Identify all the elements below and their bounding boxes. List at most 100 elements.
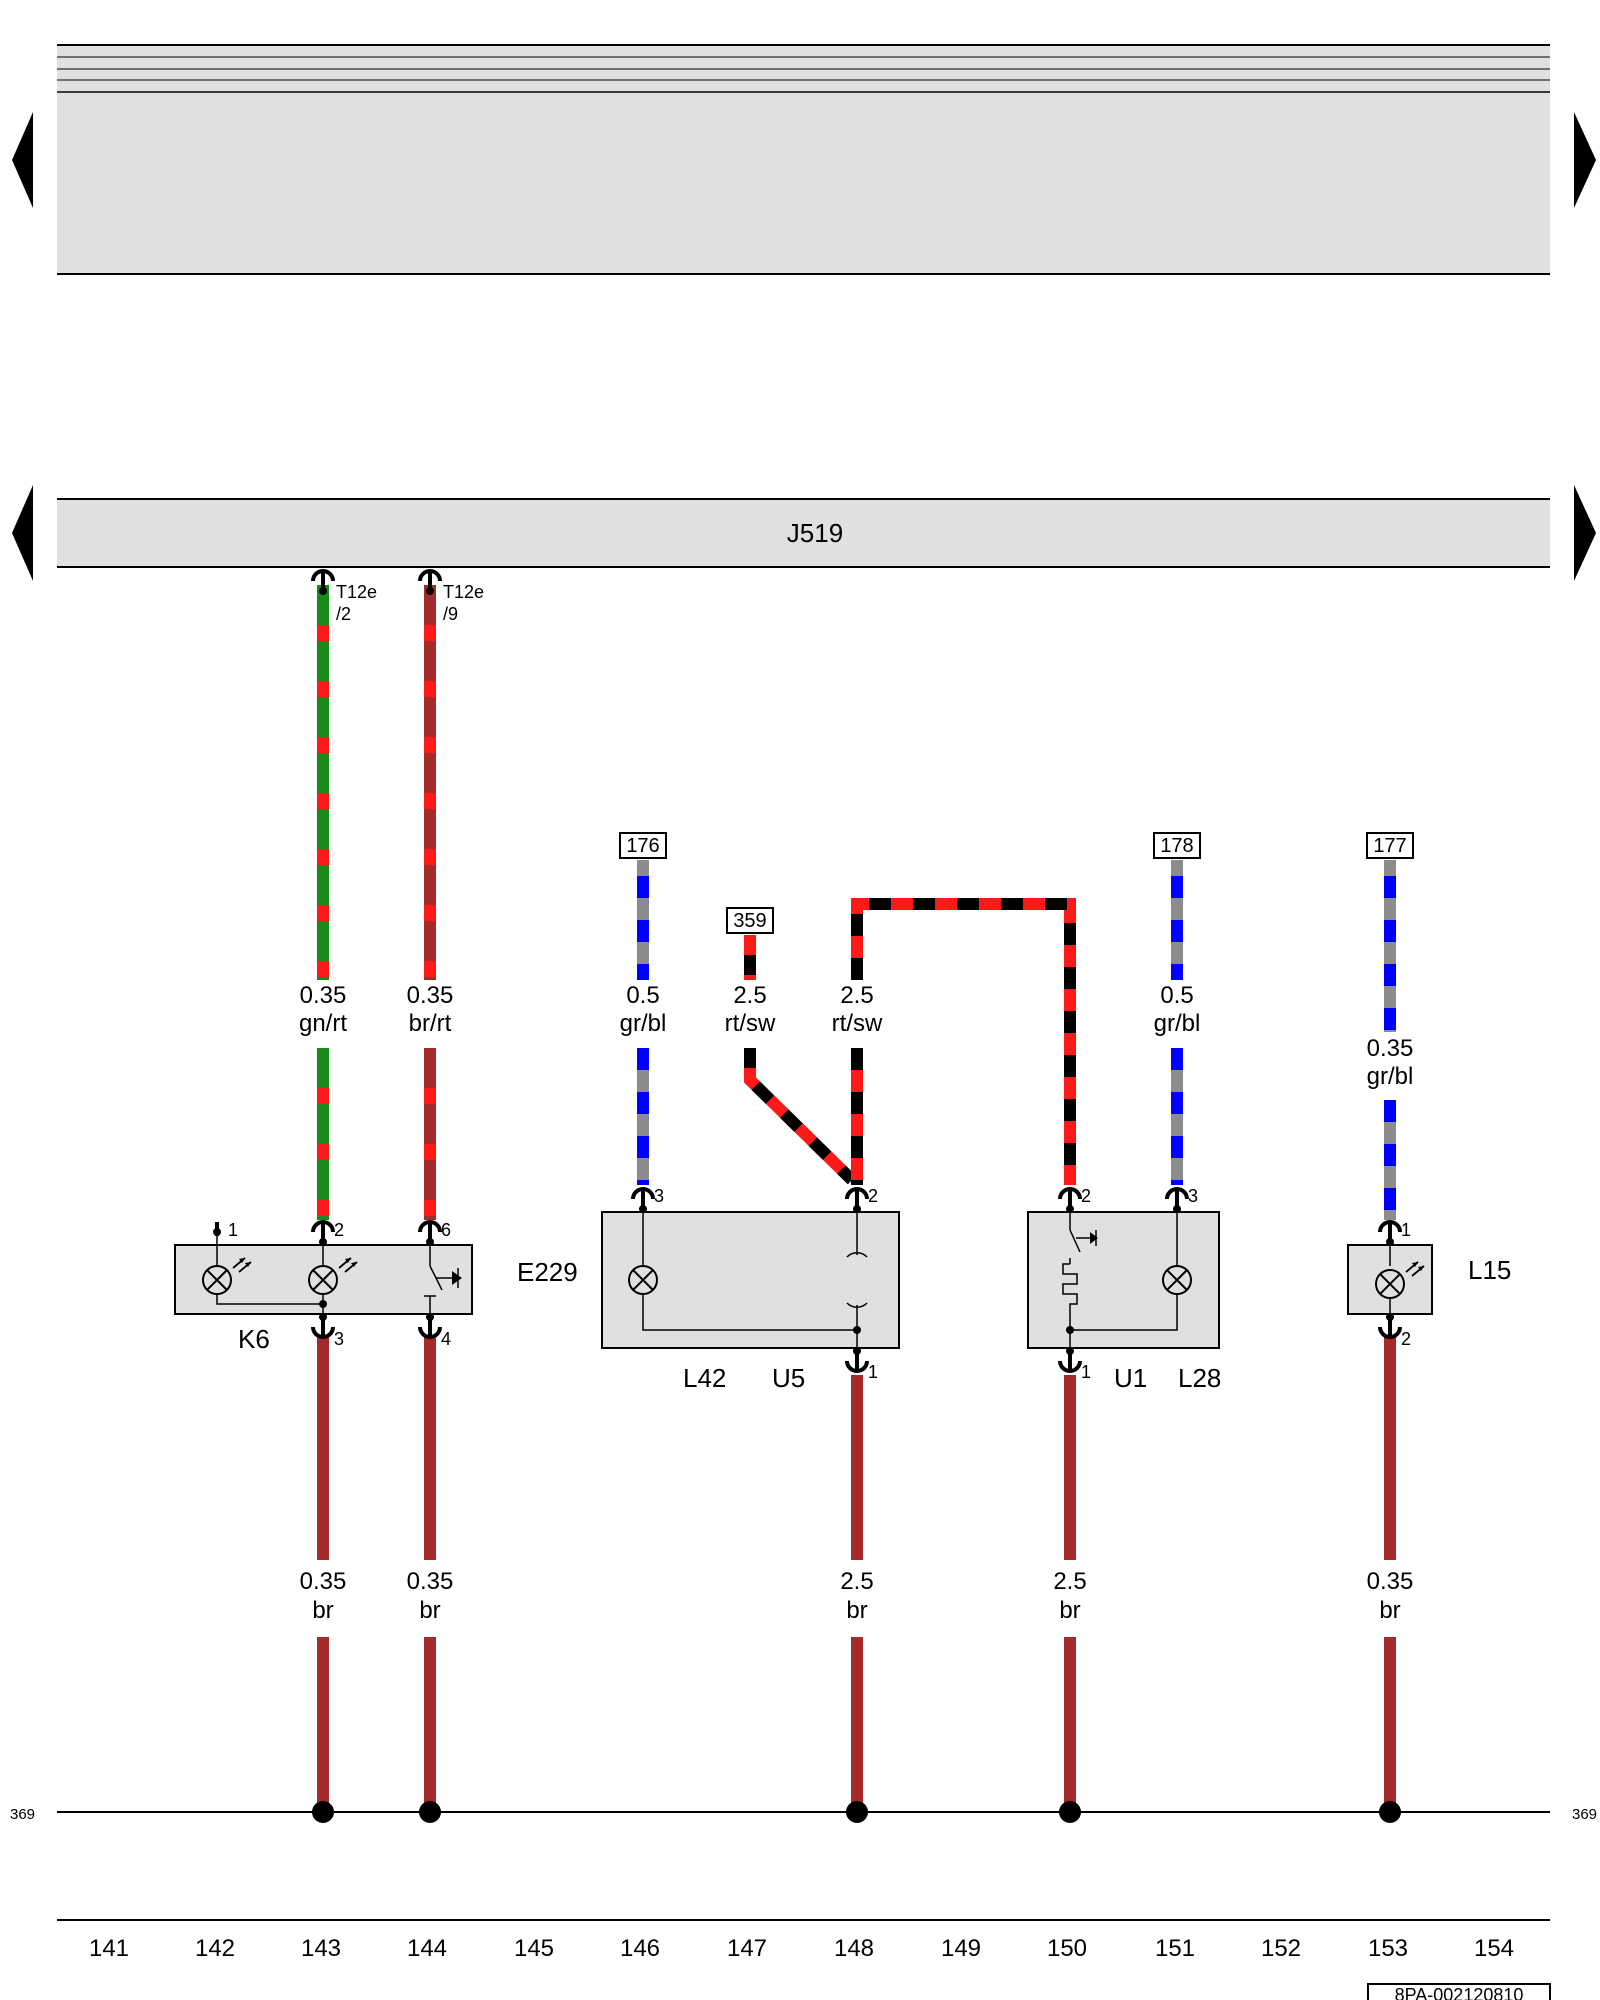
arrow-left-icon[interactable] <box>12 485 33 581</box>
pin-l28-3: 3 <box>1165 1186 1198 1215</box>
column-number: 147 <box>727 1935 767 1962</box>
arrow-left-icon[interactable] <box>12 112 33 208</box>
svg-text:359: 359 <box>733 910 766 932</box>
column-number: 146 <box>620 1935 660 1962</box>
svg-text:178: 178 <box>1160 835 1193 857</box>
svg-text:176: 176 <box>626 835 659 857</box>
wire-gauge: 2.5 <box>733 982 766 1009</box>
ground-ref-left: 369 <box>10 1806 35 1823</box>
column-number: 145 <box>514 1935 554 1962</box>
wire-gauge: 0.5 <box>626 982 659 1009</box>
wire-color: gn/rt <box>299 1010 347 1037</box>
ground-wires <box>317 1335 1396 1812</box>
svg-text:1: 1 <box>1081 1362 1091 1382</box>
component-label-u5: U5 <box>772 1363 805 1393</box>
svg-text:2: 2 <box>1401 1329 1411 1349</box>
wire-gauge: 0.35 <box>407 1568 454 1595</box>
column-number: 154 <box>1474 1935 1514 1962</box>
control-unit-label: J519 <box>787 518 843 548</box>
reference-176[interactable]: 176 <box>619 832 667 859</box>
component-label-u1: U1 <box>1114 1363 1147 1393</box>
wire-147-lower <box>744 1048 857 1185</box>
wire-gauge: 0.35 <box>1367 1035 1414 1062</box>
connector-label: T12e <box>443 582 484 602</box>
wire-color: br <box>312 1597 333 1624</box>
svg-text:177: 177 <box>1373 835 1406 857</box>
wire-color: br <box>1059 1597 1080 1624</box>
column-number: 141 <box>89 1935 129 1962</box>
ground-bus <box>57 1801 1550 1823</box>
column-number: 153 <box>1368 1935 1408 1962</box>
reference-177[interactable]: 177 <box>1366 832 1414 859</box>
wire-color: rt/sw <box>832 1010 883 1037</box>
connector-sub: /2 <box>336 604 351 624</box>
connector-t12e-9: T12e /9 <box>418 569 484 624</box>
component-label-l28: L28 <box>1178 1363 1221 1393</box>
pin-u1-1: 1 <box>1058 1345 1091 1382</box>
pin-l15-1: 1 <box>1378 1220 1411 1248</box>
wire-color: gr/bl <box>1367 1063 1414 1090</box>
pin-u1-2: 2 <box>1058 1186 1091 1215</box>
component-k6-e229 <box>174 1232 473 1324</box>
component-label-e229: E229 <box>517 1257 578 1287</box>
column-number: 142 <box>195 1935 235 1962</box>
reference-359[interactable]: 359 <box>726 907 774 934</box>
pin-k6-1: 1 <box>213 1220 238 1240</box>
header-panel <box>57 44 1550 275</box>
ground-ref-right: 369 <box>1572 1806 1597 1823</box>
pin-e229-4: 4 <box>418 1311 451 1349</box>
svg-text:1: 1 <box>1401 1220 1411 1240</box>
connector-label: T12e <box>336 582 377 602</box>
wire-gauge: 0.35 <box>300 1568 347 1595</box>
svg-text:2: 2 <box>868 1186 878 1206</box>
wire-color: br/rt <box>409 1010 452 1037</box>
svg-text:3: 3 <box>654 1186 664 1206</box>
wire-gauge: 0.5 <box>1160 982 1193 1009</box>
svg-text:3: 3 <box>1188 1186 1198 1206</box>
wire-labels: 0.35 gn/rt 0.35 br/rt 0.5 gr/bl 2.5 rt/s… <box>299 982 1413 1624</box>
svg-text:3: 3 <box>334 1329 344 1349</box>
pin-l42-3: 3 <box>631 1186 664 1215</box>
pin-l15-2: 2 <box>1378 1311 1411 1349</box>
wire-gauge: 0.35 <box>407 982 454 1009</box>
column-number: 150 <box>1047 1935 1087 1962</box>
wire-color: br <box>419 1597 440 1624</box>
column-number: 152 <box>1261 1935 1301 1962</box>
column-number: 143 <box>301 1935 341 1962</box>
svg-text:6: 6 <box>441 1220 451 1240</box>
svg-text:1: 1 <box>868 1362 878 1382</box>
svg-text:2: 2 <box>334 1220 344 1240</box>
svg-text:2: 2 <box>1081 1186 1091 1206</box>
wire-color: gr/bl <box>620 1010 667 1037</box>
wire-gauge: 0.35 <box>300 982 347 1009</box>
component-label-l42: L42 <box>683 1363 726 1393</box>
wire-gauge: 0.35 <box>1367 1568 1414 1595</box>
column-number: 144 <box>407 1935 447 1962</box>
column-number: 151 <box>1155 1935 1195 1962</box>
wire-gauge: 2.5 <box>840 982 873 1009</box>
component-l42-u5 <box>601 1202 900 1360</box>
page-code-box: 8PA-002120810 <box>1367 1983 1551 2000</box>
reference-178[interactable]: 178 <box>1153 832 1201 859</box>
wire-color: br <box>1379 1597 1400 1624</box>
page-code: 8PA-002120810 <box>1395 1985 1524 2000</box>
pin-k6-2: 2 <box>311 1220 344 1248</box>
pin-u5-1: 1 <box>845 1345 878 1382</box>
arrow-right-icon[interactable] <box>1574 485 1596 581</box>
wire-gauge: 2.5 <box>840 1568 873 1595</box>
arrow-right-icon[interactable] <box>1574 112 1596 208</box>
wire-color: rt/sw <box>725 1010 776 1037</box>
wire-color: br <box>846 1597 867 1624</box>
pin-u5-2: 2 <box>845 1186 878 1215</box>
wire-148-upper <box>851 898 1076 1185</box>
column-number: 148 <box>834 1935 874 1962</box>
control-unit-bar: J519 <box>57 498 1550 568</box>
connector-t12e-2: T12e /2 <box>311 569 377 624</box>
svg-text:1: 1 <box>228 1220 238 1240</box>
column-number: 149 <box>941 1935 981 1962</box>
wire-color: gr/bl <box>1154 1010 1201 1037</box>
component-label-k6: K6 <box>238 1324 270 1354</box>
wire-gauge: 2.5 <box>1053 1568 1086 1595</box>
component-u1-l28 <box>1027 1202 1220 1360</box>
component-l15 <box>1347 1240 1433 1324</box>
